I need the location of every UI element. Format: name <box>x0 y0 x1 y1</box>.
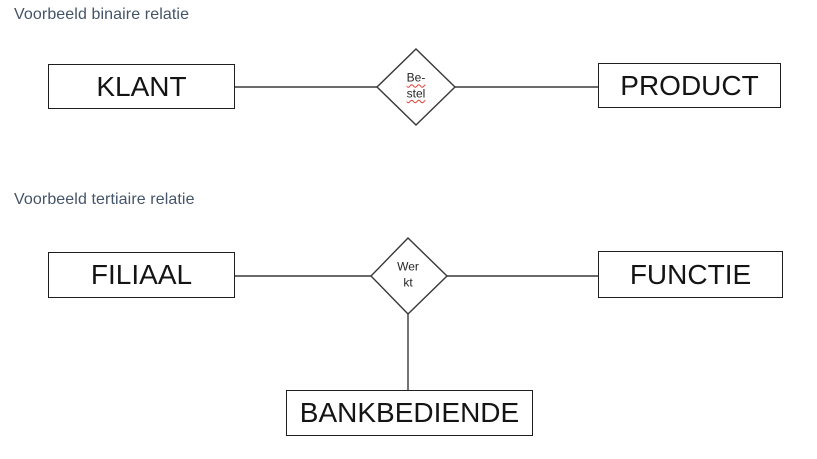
relation-label-werkt-line1: Wer <box>397 259 419 274</box>
relation-diamond-werkt[interactable] <box>370 237 449 315</box>
entity-bankbediende[interactable]: BANKBEDIENDE <box>286 390 533 436</box>
relation-label-bestel-line2: stel <box>406 86 426 100</box>
relation-label-bestel-line1: Be- <box>406 70 426 85</box>
diagram-title-binary: Voorbeeld binaire relatie <box>14 6 190 23</box>
entity-filiaal[interactable]: FILIAAL <box>48 252 235 298</box>
entity-product-label: PRODUCT <box>620 69 759 101</box>
entity-klant-label: KLANT <box>96 70 187 102</box>
entity-product[interactable]: PRODUCT <box>598 63 781 108</box>
entity-functie-label: FUNCTIE <box>629 258 752 290</box>
relation-label-werkt: Wer kt <box>397 259 419 290</box>
entity-filiaal-label: FILIAAL <box>90 259 193 290</box>
entity-klant[interactable]: KLANT <box>48 64 235 109</box>
entity-bankbediende-label: BANKBEDIENDE <box>299 397 520 428</box>
relation-label-bestel: Be- stel <box>407 70 426 101</box>
relation-diamond-bestel[interactable] <box>375 48 457 126</box>
diagram-title-tertiary: Voorbeeld tertiaire relatie <box>14 191 195 208</box>
entity-functie[interactable]: FUNCTIE <box>598 251 783 298</box>
relation-label-werkt-line2: kt <box>403 275 413 289</box>
